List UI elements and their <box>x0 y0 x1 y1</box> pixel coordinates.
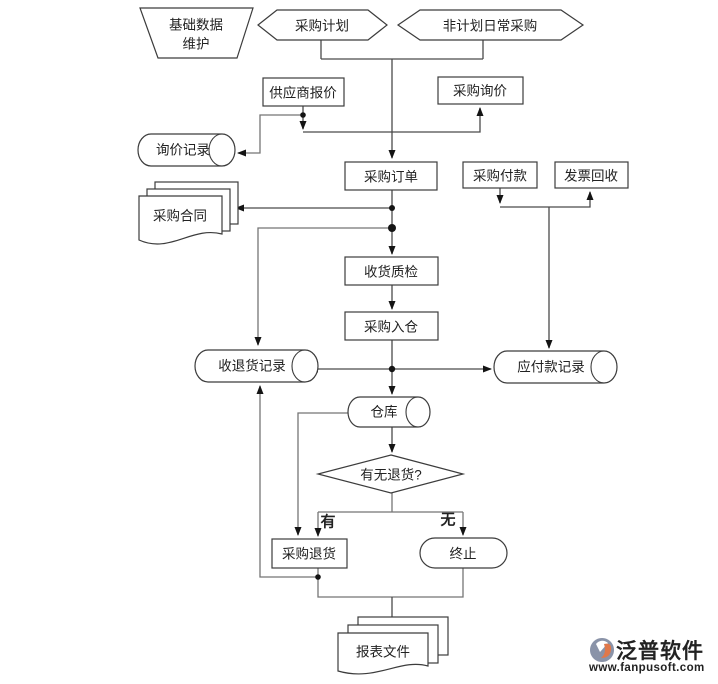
logo-cut <box>596 640 608 652</box>
edge-quote-to-purchase-inquiry <box>303 107 484 133</box>
direct-data-rim <box>291 349 306 383</box>
node-label: 非计划日常采购 <box>443 19 538 34</box>
node-label: 维护 <box>183 37 210 52</box>
node-unplanned-daily-purchase: 非计划日常采购 <box>396 9 585 41</box>
node-purchase-warehousing: 采购入仓 <box>344 311 439 341</box>
preparation-shape <box>396 9 585 41</box>
node-purchase-inquiry: 采购询价 <box>437 76 524 105</box>
edge-order-to-return-record <box>254 227 392 346</box>
edge-return-to-record <box>256 385 319 578</box>
junction-dot <box>300 112 306 118</box>
node-label: 采购退货 <box>282 546 336 562</box>
process-shape <box>554 161 629 189</box>
node-purchase-return: 采购退货 <box>271 538 348 569</box>
watermark-brand: 泛普软件 <box>616 639 704 663</box>
direct-data-rim <box>405 396 419 428</box>
decision-shape <box>315 454 466 494</box>
node-label: 发票回收 <box>564 169 618 184</box>
node-label: 收退货记录 <box>218 358 286 374</box>
node-label: 基础数据 <box>169 17 223 33</box>
node-terminate: 终止 <box>419 537 508 569</box>
node-label: 仓库 <box>371 405 398 420</box>
node-label: 供应商报价 <box>269 85 337 101</box>
branch-label-yes: 有 <box>320 513 335 531</box>
node-label: 询价记录 <box>156 143 210 158</box>
node-purchase-payment: 采购付款 <box>462 161 538 189</box>
edge-payment-to-invoice <box>500 191 594 208</box>
process-shape <box>437 76 524 105</box>
connectors <box>235 40 594 628</box>
node-invoice-recovery: 发票回收 <box>554 161 629 189</box>
multi-document-shape <box>138 195 223 245</box>
process-shape <box>262 77 345 107</box>
node-payable-record: 应付款记录 <box>493 350 618 384</box>
terminator-shape <box>419 537 508 569</box>
junction-dot <box>389 205 395 211</box>
junction-dot <box>315 574 321 580</box>
multi-document-shape <box>337 632 429 675</box>
junction-dot <box>388 224 396 232</box>
direct-data-rim <box>208 133 223 167</box>
direct-data-rim <box>590 350 605 384</box>
node-purchase-plan: 采购计划 <box>257 9 388 41</box>
node-label: 有无退货? <box>360 467 422 483</box>
node-return-decision: 有无退货? <box>315 454 466 494</box>
edge-quote-to-inquiry-record <box>237 114 303 157</box>
node-label: 采购询价 <box>453 84 507 99</box>
node-report-file: 报表文件 <box>337 616 449 675</box>
node-purchase-order: 采购订单 <box>344 161 438 191</box>
process-shape <box>344 161 438 191</box>
node-label: 应付款记录 <box>517 359 585 375</box>
node-label: 采购计划 <box>295 19 349 34</box>
node-receive-return-record: 收退货记录 <box>194 349 319 383</box>
node-label: 报表文件 <box>356 645 410 660</box>
node-label: 采购付款 <box>473 169 527 184</box>
manual-operation-shape <box>139 7 254 59</box>
node-label: 采购订单 <box>364 170 418 185</box>
node-purchase-contract: 采购合同 <box>138 181 239 245</box>
node-supplier-quote: 供应商报价 <box>262 77 345 107</box>
edge-plan-merge <box>320 40 484 60</box>
node-base-data-maintenance: 基础数据 维护 <box>139 7 254 59</box>
edge-merge-bottom <box>317 568 464 598</box>
preparation-shape <box>257 9 388 41</box>
process-shape <box>344 256 439 286</box>
watermark-url: www.fanpusoft.com <box>588 662 705 674</box>
node-label: 采购合同 <box>153 209 207 224</box>
node-label: 终止 <box>450 547 477 562</box>
process-shape <box>271 538 348 569</box>
edge-decision-split <box>318 493 463 513</box>
junction-dot <box>388 365 396 373</box>
branch-label-no: 无 <box>439 512 455 529</box>
logo-swoosh <box>601 643 612 658</box>
node-receiving-qc: 收货质检 <box>344 256 439 286</box>
process-shape <box>462 161 538 189</box>
node-inquiry-record: 询价记录 <box>137 133 236 167</box>
node-warehouse: 仓库 <box>347 396 431 428</box>
node-label: 收货质检 <box>364 264 418 280</box>
process-shape <box>344 311 439 341</box>
node-label: 采购入仓 <box>364 320 418 335</box>
watermark: 泛普软件 www.fanpusoft.com <box>588 638 705 674</box>
edge-warehouse-to-purchase-return <box>294 412 348 536</box>
fanpu-logo-icon <box>590 638 615 663</box>
